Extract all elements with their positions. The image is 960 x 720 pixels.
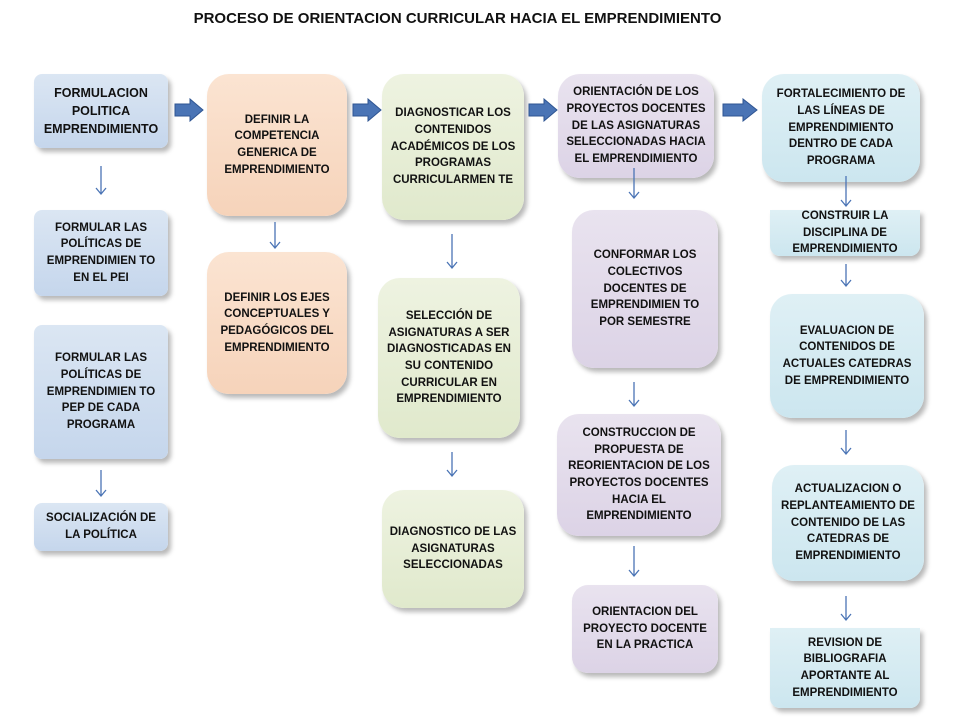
- down-arrow-icon: [269, 222, 281, 250]
- step-label: FORTALECIMIENTO DE LAS LÍNEAS DE EMPREND…: [776, 88, 906, 167]
- step-label: EVALUACION DE CONTENIDOS DE ACTUALES CAT…: [782, 324, 912, 387]
- step-proyecto-practica: ORIENTACION DEL PROYECTO DOCENTE EN LA P…: [572, 585, 718, 673]
- step-label: CONSTRUIR LA DISCIPLINA DE EMPRENDIMIENT…: [792, 210, 898, 256]
- step-competencia-generica: DEFINIR LA COMPETENCIA GENERICA DE EMPRE…: [207, 74, 347, 216]
- step-actualizacion-catedras: ACTUALIZACION O REPLANTEAMIENTO DE CONTE…: [772, 465, 924, 581]
- step-label: FORMULAR LAS POLÍTICAS DE EMPRENDIMIEN T…: [46, 221, 156, 284]
- down-arrow-icon: [840, 176, 852, 208]
- right-arrow-icon: [352, 98, 382, 122]
- down-arrow-icon: [95, 470, 107, 498]
- step-label: DEFINIR LOS EJES CONCEPTUALES Y PEDAGÓGI…: [220, 291, 334, 354]
- step-label: SELECCIÓN DE ASIGNATURAS A SER DIAGNOSTI…: [387, 309, 511, 406]
- down-arrow-icon: [840, 264, 852, 288]
- step-construir-disciplina: CONSTRUIR LA DISCIPLINA DE EMPRENDIMIENT…: [770, 210, 920, 256]
- step-label: FORMULACION POLITICA EMPRENDIMIENTO: [43, 85, 159, 137]
- diagram-title: PROCESO DE ORIENTACION CURRICULAR HACIA …: [193, 10, 722, 27]
- down-arrow-icon: [446, 452, 458, 478]
- down-arrow-icon: [840, 596, 852, 622]
- step-label: REVISION DE BIBLIOGRAFIA APORTANTE AL EM…: [792, 636, 898, 699]
- right-arrow-icon: [528, 98, 558, 122]
- step-orientacion-proyectos: ORIENTACIÓN DE LOS PROYECTOS DOCENTES DE…: [558, 74, 714, 178]
- down-arrow-icon: [95, 166, 107, 196]
- step-label: FORMULAR LAS POLÍTICAS DE EMPRENDIMIEN T…: [46, 352, 156, 431]
- step-label: DEFINIR LA COMPETENCIA GENERICA DE EMPRE…: [224, 113, 330, 176]
- step-label: CONSTRUCCION DE PROPUESTA DE REORIENTACI…: [568, 426, 710, 523]
- step-evaluacion-contenidos: EVALUACION DE CONTENIDOS DE ACTUALES CAT…: [770, 294, 924, 418]
- step-socializacion: SOCIALIZACIÓN DE LA POLÍTICA: [34, 503, 168, 551]
- down-arrow-icon: [840, 430, 852, 456]
- step-label: SOCIALIZACIÓN DE LA POLÍTICA: [46, 512, 156, 541]
- step-label: ORIENTACIÓN DE LOS PROYECTOS DOCENTES DE…: [566, 86, 706, 165]
- down-arrow-icon: [446, 234, 458, 270]
- step-label: ACTUALIZACION O REPLANTEAMIENTO DE CONTE…: [781, 483, 915, 562]
- step-propuesta-reorientacion: CONSTRUCCION DE PROPUESTA DE REORIENTACI…: [557, 414, 721, 536]
- down-arrow-icon: [628, 168, 640, 200]
- step-label: ORIENTACION DEL PROYECTO DOCENTE EN LA P…: [583, 605, 707, 652]
- step-label: CONFORMAR LOS COLECTIVOS DOCENTES DE EMP…: [590, 249, 700, 328]
- step-label: DIAGNOSTICO DE LAS ASIGNATURAS SELECCION…: [389, 525, 517, 572]
- step-label: DIAGNOSTICAR LOS CONTENIDOS ACADÉMICOS D…: [390, 107, 516, 186]
- step-seleccion-asignaturas: SELECCIÓN DE ASIGNATURAS A SER DIAGNOSTI…: [378, 278, 520, 438]
- step-politicas-pep: FORMULAR LAS POLÍTICAS DE EMPRENDIMIEN T…: [34, 325, 168, 459]
- down-arrow-icon: [628, 382, 640, 408]
- step-diagnosticar-contenidos: DIAGNOSTICAR LOS CONTENIDOS ACADÉMICOS D…: [382, 74, 524, 220]
- right-arrow-icon: [174, 98, 204, 122]
- step-ejes-conceptuales: DEFINIR LOS EJES CONCEPTUALES Y PEDAGÓGI…: [207, 252, 347, 394]
- step-formulacion-politica: FORMULACION POLITICA EMPRENDIMIENTO: [34, 74, 168, 148]
- step-colectivos-docentes: CONFORMAR LOS COLECTIVOS DOCENTES DE EMP…: [572, 210, 718, 368]
- step-revision-bibliografia: REVISION DE BIBLIOGRAFIA APORTANTE AL EM…: [770, 628, 920, 708]
- step-diagnostico-asignaturas: DIAGNOSTICO DE LAS ASIGNATURAS SELECCION…: [382, 490, 524, 608]
- right-arrow-icon: [722, 98, 758, 122]
- step-fortalecimiento-lineas: FORTALECIMIENTO DE LAS LÍNEAS DE EMPREND…: [762, 74, 920, 182]
- down-arrow-icon: [628, 546, 640, 578]
- step-politicas-pei: FORMULAR LAS POLÍTICAS DE EMPRENDIMIEN T…: [34, 210, 168, 296]
